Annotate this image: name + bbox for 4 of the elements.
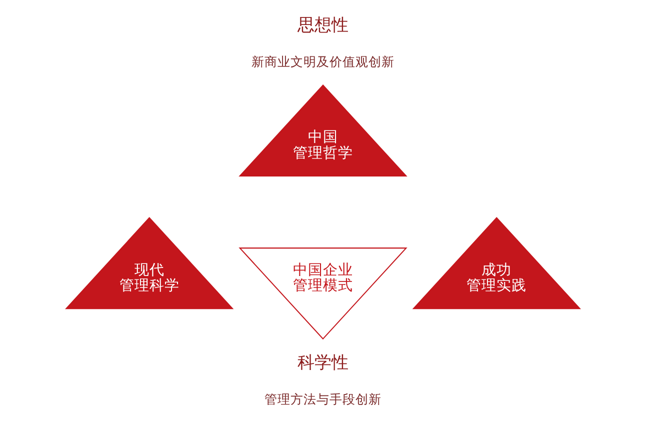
label: 思想性: [297, 14, 348, 34]
label: 科学性: [297, 352, 348, 372]
label: 管理方法与手段创新: [264, 392, 381, 407]
label: 新商业文明及价值观创新: [251, 54, 394, 69]
